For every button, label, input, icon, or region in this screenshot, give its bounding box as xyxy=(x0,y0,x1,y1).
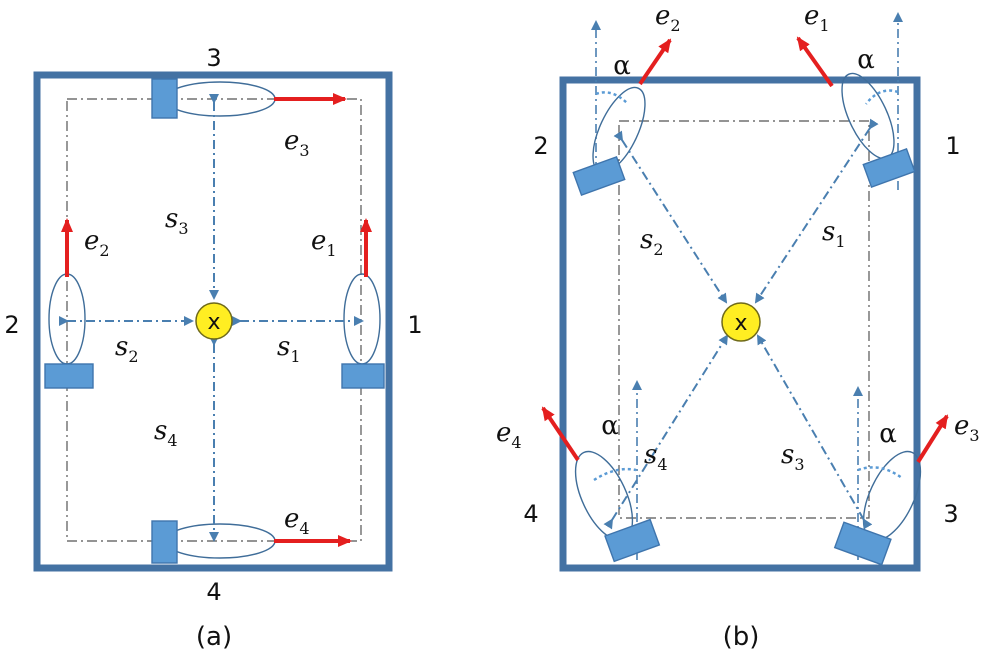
label-subscript: 1 xyxy=(835,232,845,251)
target-label: x xyxy=(207,310,220,335)
distance-s3-arrow xyxy=(757,334,873,530)
vector-e1-label: e1 xyxy=(804,1,830,35)
label-base: e xyxy=(311,226,326,256)
label-subscript: 1 xyxy=(290,347,300,366)
label-base: e xyxy=(84,226,99,256)
label-base: e xyxy=(496,418,511,448)
angle-alpha-1: α xyxy=(857,45,875,75)
label-base: s xyxy=(277,332,290,362)
sensor-body xyxy=(604,518,661,563)
target-marker xyxy=(195,302,233,340)
label-subscript: 2 xyxy=(653,240,663,259)
vector-e2-label: e2 xyxy=(655,1,681,35)
angle-alpha-4: α xyxy=(601,411,619,441)
label-subscript: 1 xyxy=(326,241,336,260)
label-subscript: 3 xyxy=(969,426,979,445)
sensor-a-4 xyxy=(151,520,276,564)
label-subscript: 1 xyxy=(819,16,829,35)
sensor-number-3: 3 xyxy=(206,44,221,72)
label-subscript: 2 xyxy=(128,347,138,366)
label-subscript: 3 xyxy=(794,455,804,474)
label-subscript: 4 xyxy=(657,455,667,474)
distance-s2-label: s2 xyxy=(640,225,664,259)
sensor-body xyxy=(862,147,916,189)
label-base: s xyxy=(822,217,835,247)
angle-alpha-2: α xyxy=(613,51,631,81)
vector-e2-label: e2 xyxy=(84,226,110,260)
label-base: s xyxy=(115,332,128,362)
sensor-body xyxy=(833,521,892,566)
target-marker xyxy=(721,302,761,342)
vector-e3-label: e3 xyxy=(954,411,980,445)
label-base: e xyxy=(655,1,670,31)
label-subscript: 3 xyxy=(299,141,309,160)
panel-a-caption: (a) xyxy=(196,622,232,652)
distance-s3-label: s3 xyxy=(781,440,805,474)
label-subscript: 2 xyxy=(670,16,680,35)
label-base: e xyxy=(284,126,299,156)
sensor-b-1 xyxy=(841,72,916,189)
distance-s4-arrow xyxy=(603,334,729,530)
angle-arc xyxy=(595,91,629,105)
angle-arc xyxy=(857,466,903,480)
vector-e4-label: e4 xyxy=(496,418,522,452)
angle-arc xyxy=(865,89,899,105)
distance-s3-label: s3 xyxy=(165,204,189,238)
frame-a xyxy=(33,71,393,572)
sensor-body xyxy=(151,520,178,564)
distance-s1-arrow xyxy=(754,118,879,304)
label-base: s xyxy=(644,440,657,470)
target-label: x xyxy=(734,311,747,336)
label-subscript: 4 xyxy=(511,433,521,452)
label-base: s xyxy=(154,416,167,446)
sensor-number-3: 3 xyxy=(943,500,958,528)
sensor-number-1: 1 xyxy=(407,311,422,339)
sensor-b-2 xyxy=(572,86,646,197)
sensor-number-2: 2 xyxy=(4,311,19,339)
vector-e4-label: e4 xyxy=(284,504,310,538)
vector-e2-arrow xyxy=(638,38,672,86)
distance-s1-label: s1 xyxy=(277,332,301,366)
panel-b-caption: (b) xyxy=(723,622,760,652)
sensor-a-1 xyxy=(341,273,385,389)
label-subscript: 4 xyxy=(167,431,177,450)
label-base: s xyxy=(165,204,178,234)
label-base: e xyxy=(954,411,969,441)
distance-s2-label: s2 xyxy=(115,332,139,366)
angle-alpha-3: α xyxy=(879,419,897,449)
label-subscript: 4 xyxy=(299,519,309,538)
distance-s4-label: s4 xyxy=(154,416,178,450)
label-base: e xyxy=(284,504,299,534)
sensor-body xyxy=(44,363,94,389)
sensor-number-2: 2 xyxy=(533,132,548,160)
label-base: e xyxy=(804,1,819,31)
sensor-body xyxy=(151,78,178,119)
sensor-body xyxy=(341,363,385,389)
sensor-body xyxy=(572,155,626,197)
label-base: s xyxy=(640,225,653,255)
distance-s1-label: s1 xyxy=(822,217,846,251)
panel-a: x 3 4 2 1 e1 e2 e3 e4 s1 s2 s3 s4 (a) xyxy=(4,44,422,652)
vector-e3-arrow xyxy=(916,414,949,464)
vector-e1-arrow xyxy=(796,36,834,88)
sensor-a-2 xyxy=(44,273,94,389)
vector-e4-arrow xyxy=(541,406,580,462)
sensor-beam xyxy=(343,273,381,365)
distance-s4-label: s4 xyxy=(644,440,668,474)
vector-e3-label: e3 xyxy=(284,126,310,160)
path-b xyxy=(618,120,870,519)
vector-e1-label: e1 xyxy=(311,226,337,260)
sensor-number-4: 4 xyxy=(206,578,221,606)
sensor-number-4: 4 xyxy=(523,500,538,528)
label-base: s xyxy=(781,440,794,470)
sensor-number-1: 1 xyxy=(945,132,960,160)
panel-b: x 2 1 4 3 α α α α e2 e1 e4 e3 s2 s1 s4 s… xyxy=(496,1,980,652)
sensor-a-3 xyxy=(151,78,276,119)
frame-b xyxy=(559,76,921,572)
distance-s2-arrow xyxy=(613,130,728,304)
label-subscript: 3 xyxy=(178,219,188,238)
label-subscript: 2 xyxy=(99,241,109,260)
